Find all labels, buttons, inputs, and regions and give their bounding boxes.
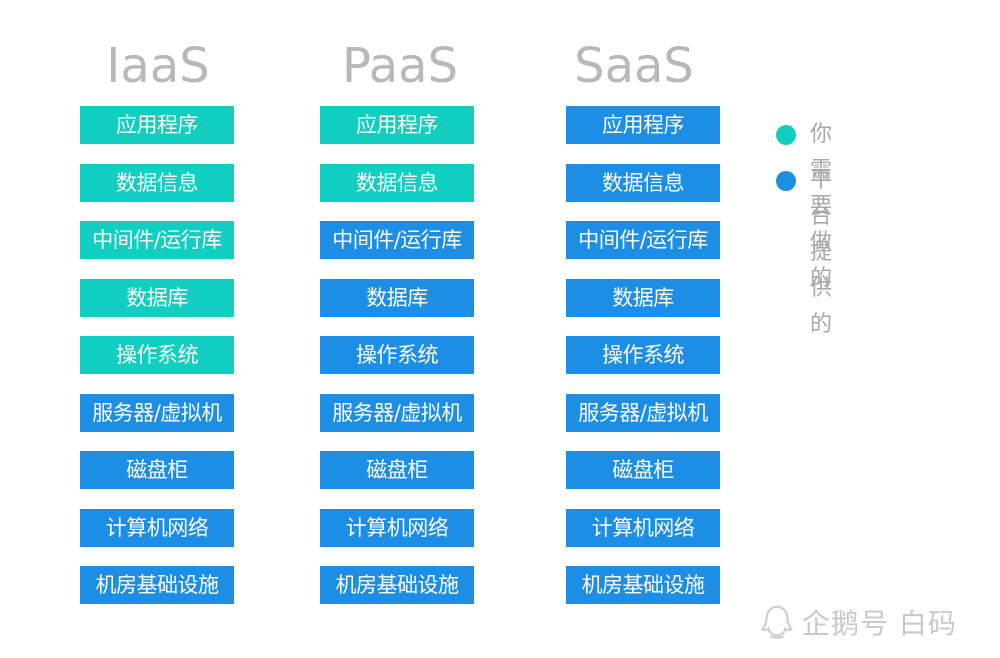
layer-box: 应用程序 <box>80 106 234 144</box>
layer-box: 应用程序 <box>320 106 474 144</box>
layer-box: 计算机网络 <box>320 509 474 547</box>
legend-label: 你需要做的 <box>810 122 833 291</box>
layer-box: 机房基础设施 <box>320 566 474 604</box>
layer-box: 中间件/运行库 <box>566 221 720 259</box>
column-title-saas: SaaS <box>574 38 694 94</box>
layer-box: 操作系统 <box>566 336 720 374</box>
layer-box: 计算机网络 <box>80 509 234 547</box>
layer-box: 数据信息 <box>566 164 720 202</box>
layer-box: 操作系统 <box>80 336 234 374</box>
penguin-logo-icon <box>761 605 793 639</box>
layer-box: 数据信息 <box>80 164 234 202</box>
legend-dot-icon <box>776 171 796 191</box>
legend-label: 平台提供的 <box>810 168 833 337</box>
layer-box: 磁盘柜 <box>80 451 234 489</box>
layer-box: 计算机网络 <box>566 509 720 547</box>
column-title-paas: PaaS <box>341 38 459 94</box>
watermark: 企鹅号 白码 <box>758 602 957 642</box>
layer-box: 数据库 <box>320 279 474 317</box>
layer-box: 数据库 <box>566 279 720 317</box>
layer-box: 机房基础设施 <box>80 566 234 604</box>
layer-box: 机房基础设施 <box>566 566 720 604</box>
layer-box: 应用程序 <box>566 106 720 144</box>
layer-box: 服务器/虚拟机 <box>320 394 474 432</box>
column-title-iaas: IaaS <box>106 38 210 94</box>
layer-box: 磁盘柜 <box>566 451 720 489</box>
layer-box: 中间件/运行库 <box>80 221 234 259</box>
layer-box: 数据信息 <box>320 164 474 202</box>
layer-box: 磁盘柜 <box>320 451 474 489</box>
layer-box: 服务器/虚拟机 <box>566 394 720 432</box>
legend-dot-icon <box>776 125 796 145</box>
layer-box: 数据库 <box>80 279 234 317</box>
layer-box: 服务器/虚拟机 <box>80 394 234 432</box>
layer-box: 中间件/运行库 <box>320 221 474 259</box>
watermark-text: 企鹅号 白码 <box>802 607 957 640</box>
layer-box: 操作系统 <box>320 336 474 374</box>
